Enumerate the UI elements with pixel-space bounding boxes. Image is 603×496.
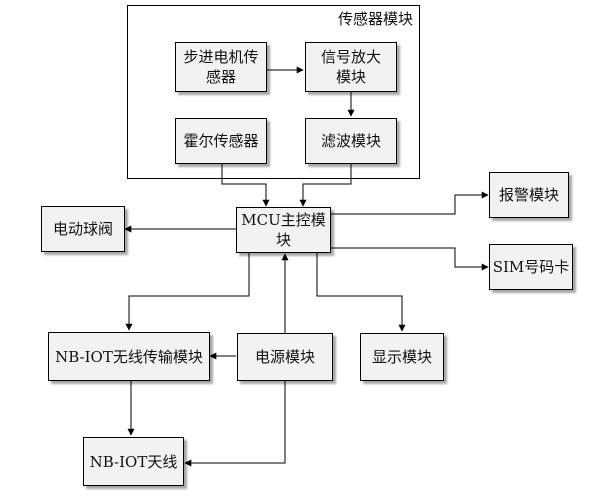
filter-module: 滤波模块 [305, 118, 397, 164]
signal-amplifier-module: 信号放大模块 [305, 42, 397, 92]
nbiot-wireless-transmission-module: NB-IOT无线传输模块 [48, 332, 210, 381]
mcu-main-control-module: MCU主控模块 [236, 207, 331, 253]
electric-ball-valve: 电动球阀 [41, 206, 125, 252]
arrow-mcu-to-sim [331, 247, 489, 271]
sensor-group-title: 传感器模块 [337, 10, 413, 28]
arrow-mcu-to-nbiot [125, 253, 250, 331]
arrow-mcu-to-display [316, 253, 406, 332]
display-module: 显示模块 [360, 333, 444, 381]
arrow-power-to-antenna [184, 381, 286, 467]
hall-sensor: 霍尔传感器 [175, 118, 267, 164]
arrow-hall-to-mcu [221, 164, 270, 207]
arrow-mcu-to-alarm [331, 191, 489, 215]
nbiot-antenna: NB-IOT天线 [83, 437, 184, 486]
power-module: 电源模块 [237, 333, 333, 381]
arrow-filter-to-mcu [299, 164, 352, 207]
sim-card: SIM号码卡 [489, 244, 573, 290]
alarm-module: 报警模块 [489, 172, 569, 218]
stepper-motor-sensor: 步进电机传感器 [175, 42, 267, 92]
sensor-module-group: 传感器模块 [127, 5, 420, 179]
